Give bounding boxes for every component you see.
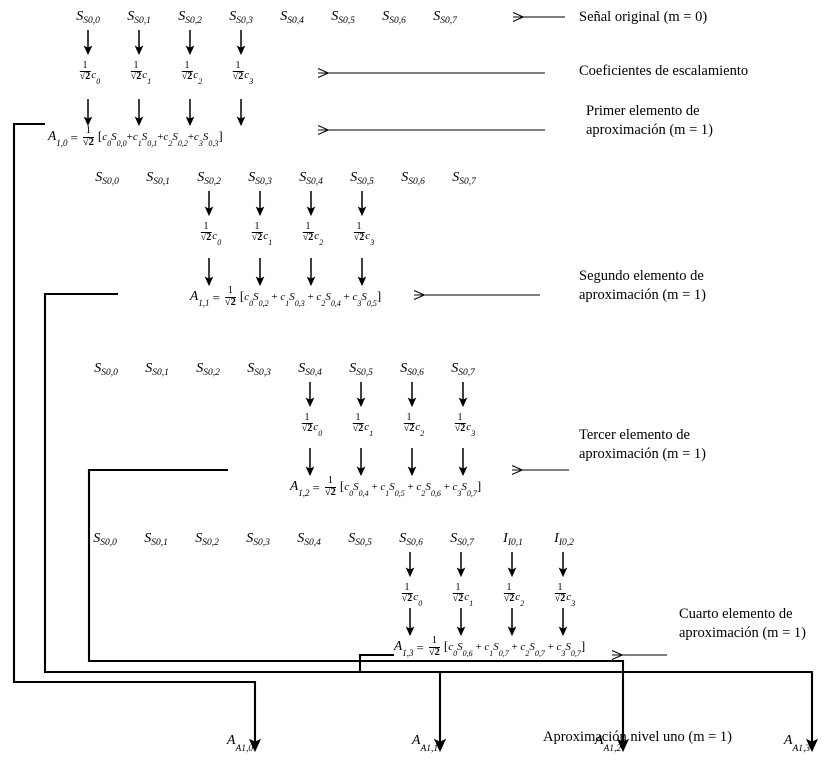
signal-label: SS0,3 — [246, 531, 270, 548]
signal-label: SS0,1 — [145, 361, 169, 378]
signal-label: SS0,4 — [299, 170, 323, 187]
block2-arrows-to-coefficients — [204, 191, 367, 217]
signal-label: SS0,2 — [196, 361, 220, 378]
approximation-formula: A1,2= 1√2 [c0S0,4 + c1S0,5 + c2S0,6 + c3… — [290, 475, 482, 499]
signal-label: SS0,0 — [93, 531, 117, 548]
signal-label: SS0,2 — [197, 170, 221, 187]
block1-arrows-to-formula — [83, 99, 246, 127]
signal-label: SS0,0 — [94, 361, 118, 378]
approximation-formula: A1,3= 1√2 [c0S0,6 + c1S0,7 + c2S0,7 + c3… — [394, 635, 586, 659]
label-signal: Señal original (m = 0) — [579, 9, 708, 25]
signal-label: SS0,4 — [280, 9, 304, 26]
signal-label: SS0,2 — [195, 531, 219, 548]
output-label-a12: AA1,2 — [594, 733, 622, 754]
signal-label: SS0,3 — [248, 170, 272, 187]
signal-label: SS0,1 — [144, 531, 168, 548]
signal-label: SS0,2 — [178, 9, 202, 26]
block2-arrows-to-formula — [204, 258, 367, 287]
route-a12 — [87, 468, 630, 753]
route-a13 — [358, 653, 819, 753]
signal-label: SS0,6 — [401, 170, 425, 187]
signal-label: SS0,3 — [229, 9, 253, 26]
output-label-a11: AA1,1 — [411, 733, 439, 754]
block3-arrows-to-formula — [305, 448, 468, 477]
block4-arrows-to-formula — [405, 608, 568, 637]
signal-label: SS0,6 — [399, 531, 423, 548]
signal-label: SS0,3 — [247, 361, 271, 378]
label-first: Primer elemento de aproximación (m = 1) — [586, 103, 713, 138]
signal-label: SS0,6 — [400, 361, 424, 378]
signal-label: SS0,7 — [450, 531, 474, 548]
signal-label: SS0,7 — [451, 361, 475, 378]
label-scaling: Coeficientes de escalamiento — [579, 63, 749, 79]
signal-label: II0,1 — [503, 531, 523, 548]
signal-label: SS0,1 — [146, 170, 170, 187]
route-a11 — [43, 292, 447, 753]
signal-label: SS0,0 — [95, 170, 119, 187]
approximation-formula: A1,0= 1√2 [c0S0,0+c1S0,1+c2S0,2+c3S0,3] — [48, 125, 223, 149]
signal-label: SS0,5 — [348, 531, 372, 548]
signal-label: SS0,7 — [452, 170, 476, 187]
signal-label: SS0,5 — [349, 361, 373, 378]
signal-label: SS0,6 — [382, 9, 406, 26]
label-second: Segundo elemento de aproximación (m = 1) — [579, 268, 706, 303]
signal-label: SS0,7 — [433, 9, 457, 26]
block4-arrows-to-coefficients — [405, 552, 568, 578]
label-output: Aproximación nivel uno (m = 1) — [543, 729, 732, 745]
signal-label: SS0,4 — [298, 361, 322, 378]
output-label-a13: AA1,3 — [783, 733, 811, 754]
signal-label: II0,2 — [554, 531, 574, 548]
signal-label: SS0,5 — [331, 9, 355, 26]
signal-label: SS0,1 — [127, 9, 151, 26]
route-a10 — [12, 122, 262, 753]
signal-label: SS0,4 — [297, 531, 321, 548]
output-label-a10: AA1,0 — [226, 733, 254, 754]
block3-arrows-to-coefficients — [305, 382, 468, 408]
label-third: Tercer elemento de aproximación (m = 1) — [579, 427, 706, 462]
approximation-formula: A1,1= 1√2 [c0S0,2 + c1S0,3 + c2S0,4 + c3… — [190, 285, 382, 309]
block1-arrows-to-coefficients — [83, 30, 246, 56]
label-fourth: Cuarto elemento de aproximación (m = 1) — [679, 606, 806, 641]
signal-label: SS0,0 — [76, 9, 100, 26]
signal-label: SS0,5 — [350, 170, 374, 187]
